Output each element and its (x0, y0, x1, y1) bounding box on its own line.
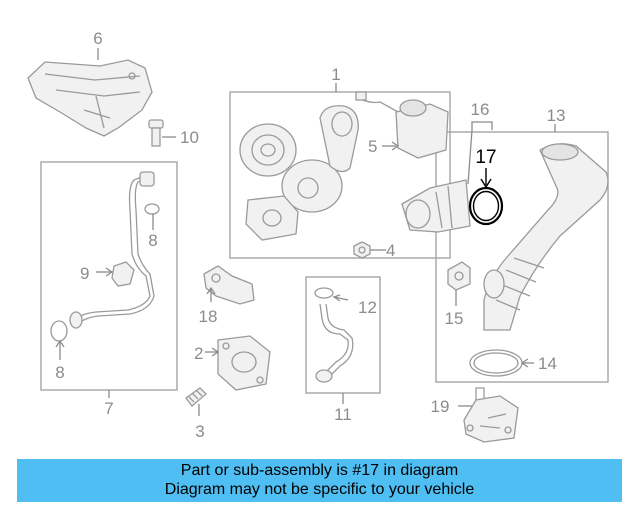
info-banner: Part or sub-assembly is #17 in diagram D… (17, 459, 622, 502)
part-8-seal-lower (50, 320, 68, 360)
part-3-stud (185, 387, 207, 416)
part-15-sensor (447, 261, 471, 306)
callout-1: 1 (331, 65, 340, 84)
banner-line-1: Part or sub-assembly is #17 in diagram (180, 462, 459, 479)
callout-10: 10 (180, 128, 199, 147)
callout-7: 7 (104, 399, 113, 418)
banner-line-2: Diagram may not be specific to your vehi… (164, 481, 475, 498)
callout-16: 16 (471, 100, 490, 119)
part-5-actuator (355, 91, 449, 159)
part-12-seal (314, 287, 349, 302)
callout-8-upper: 8 (148, 231, 157, 250)
part-16-elbow (401, 121, 493, 233)
callout-15: 15 (445, 309, 464, 328)
part-19-bracket (458, 387, 519, 443)
callout-6: 6 (93, 29, 102, 48)
callout-11: 11 (334, 405, 352, 424)
group-box-1 (229, 91, 451, 259)
group-box-13 (435, 131, 609, 383)
part-17-o-ring (468, 168, 504, 226)
callout-4: 4 (386, 241, 395, 260)
part-6-heat-shield (27, 48, 153, 137)
callout-12: 12 (358, 298, 377, 317)
part-14-gasket (469, 349, 534, 377)
part-10-bolt (148, 119, 176, 147)
callout-8-lower: 8 (55, 363, 64, 382)
callout-19: 19 (431, 397, 450, 416)
callout-17: 17 (475, 147, 496, 168)
group-box-7 (40, 161, 178, 391)
callout-18: 18 (199, 307, 218, 326)
part-7-oil-line (69, 171, 155, 398)
callout-13: 13 (547, 106, 566, 125)
callout-9: 9 (80, 264, 89, 283)
callout-2: 2 (194, 344, 203, 363)
part-18-connector (203, 265, 255, 305)
part-2-gasket (205, 335, 271, 391)
part-11-water-line (315, 303, 354, 404)
part-4-nut (353, 241, 386, 259)
callout-3: 3 (195, 422, 204, 441)
callout-14: 14 (538, 354, 557, 373)
part-8-washer-upper (144, 203, 160, 230)
callout-5: 5 (368, 137, 377, 156)
part-9-banjo (96, 261, 135, 287)
part-13-intercooler-pipe (483, 124, 609, 331)
part-1-turbocharger (239, 83, 359, 241)
